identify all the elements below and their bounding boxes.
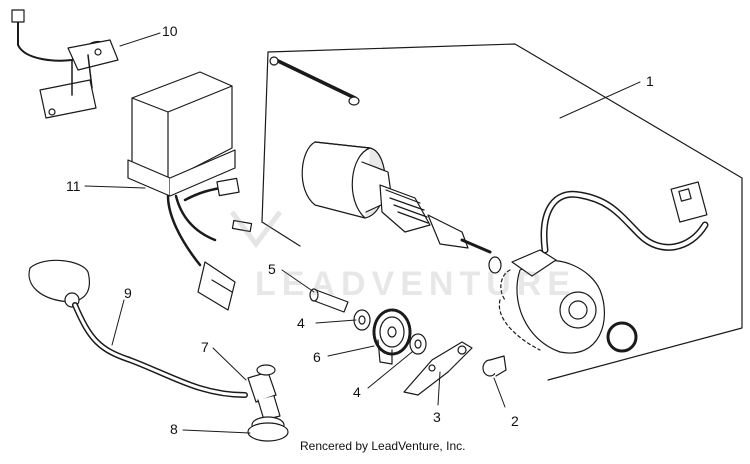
callout-10: 10 (162, 23, 178, 39)
starter-bracket (403, 341, 473, 396)
callout-4-upper: 4 (297, 315, 305, 331)
starter-assembly-frame (261, 43, 743, 381)
leader-lines (84, 32, 641, 434)
callout-1: 1 (646, 73, 654, 89)
watermark-text: LEADVENTURE (255, 265, 577, 303)
callout-3: 3 (433, 409, 441, 425)
washer (488, 256, 502, 274)
ignition-coil (28, 259, 248, 398)
callout-5: 5 (268, 261, 276, 277)
callout-6: 6 (313, 349, 321, 365)
starter-motor (301, 141, 492, 254)
watermark-logo-icon (228, 208, 284, 253)
starter-end-cover (498, 181, 709, 354)
spark-plug-cap (247, 364, 289, 442)
footer-credit: Rencered by LeadVenture, Inc. (300, 439, 466, 453)
callout-8: 8 (170, 421, 178, 437)
callout-9: 9 (124, 285, 132, 301)
callout-numbers: 1 2 3 4 4 5 6 7 8 9 10 11 (66, 23, 654, 437)
through-bolt (269, 56, 360, 106)
callout-2: 2 (511, 413, 519, 429)
callout-7: 7 (201, 339, 209, 355)
ignition-module (127, 71, 253, 311)
idler-shaft (309, 288, 349, 313)
callout-4-lower: 4 (353, 384, 361, 400)
idler-gear (372, 308, 412, 365)
mounting-bolt (482, 355, 507, 377)
callout-11: 11 (66, 178, 81, 194)
regulator-harness (11, 9, 119, 119)
washer-lower (409, 333, 427, 355)
